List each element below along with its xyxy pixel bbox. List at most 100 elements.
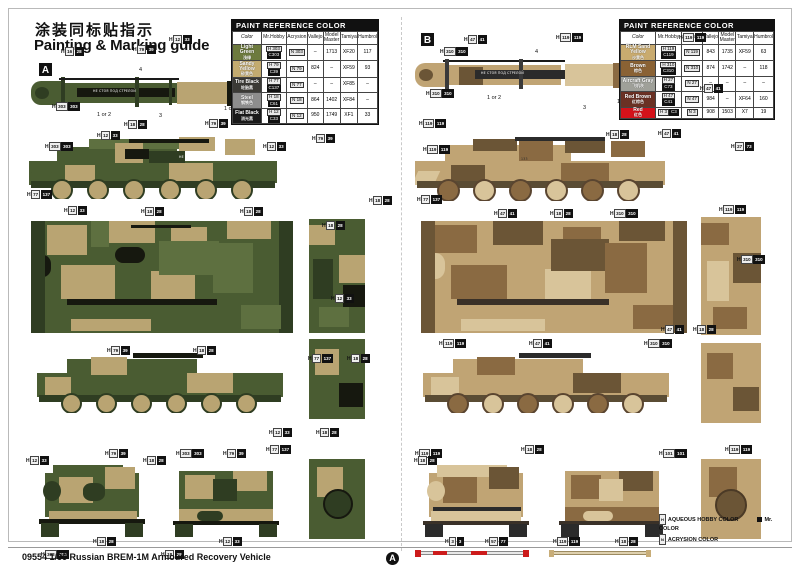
callout-code-light: 119 — [427, 145, 439, 154]
paint-modelmaster: – — [322, 60, 341, 78]
callout-code-light: 77 — [312, 354, 322, 363]
callout-code-light: 18 — [244, 207, 254, 216]
callout-code-dark: 119 — [740, 445, 753, 454]
part-number-3-a: 3 — [159, 113, 163, 119]
callout-code-dark: 33 — [276, 142, 286, 151]
callout-code-dark: 41 — [477, 35, 487, 44]
callout-code-dark: 41 — [713, 84, 723, 93]
paint-modelmaster: 1742 — [718, 60, 737, 77]
paint-color-name-cn: 浅绿 — [242, 54, 251, 60]
callout-prefix: H — [124, 122, 128, 128]
paint-row: Light Green 浅绿 H 303C303 N 303 – 1713 XF… — [232, 43, 378, 62]
callout-code-dark: 310 — [660, 339, 672, 348]
paint-row: Aircraft Gray 飞机灰 H 27C73 N 27 – – – – — [620, 75, 774, 93]
callout-code-light: 12 — [335, 294, 345, 303]
paint-modelmaster: 1749 — [322, 107, 341, 125]
callout-prefix: H — [107, 348, 111, 354]
callout-prefix: H — [308, 356, 312, 362]
callout-code-dark: 33 — [282, 428, 292, 437]
callout-prefix: H — [331, 296, 335, 302]
callout-prefix: H — [52, 104, 56, 110]
paint-vallejo: 874 — [702, 60, 720, 77]
callout-code-dark: 28 — [706, 325, 716, 334]
callout-code-light: 47 — [468, 35, 478, 44]
callout-prefix: H — [266, 447, 270, 453]
callout-prefix: H — [658, 131, 662, 137]
callout-prefix: H — [419, 121, 423, 127]
legend-prefix-h: H — [659, 514, 666, 525]
paint-row: Steel 钢铁色 H 18C61 N 18 864 1402 XF84 – — [232, 92, 378, 109]
paint-humbrol: – — [357, 92, 378, 109]
callout-code-light: 12 — [173, 35, 183, 44]
paint-color-name: Red 红色 — [620, 106, 656, 119]
callout-code-dark: 33 — [77, 206, 87, 215]
vehicle-side-view-b2 — [423, 353, 673, 413]
vehicle-plan-view-b — [421, 221, 687, 333]
callout-prefix: H — [26, 458, 30, 464]
paint-table-b-grid: Color Mr.Hobby Acrysion Vallejo Model Ma… — [620, 31, 774, 119]
paint-acrysion: N 310 — [680, 60, 704, 77]
callout-code-dark: 137 — [40, 190, 53, 199]
paint-vallejo: – — [306, 43, 324, 62]
callout-code-dark: 28 — [137, 120, 147, 129]
col-modelmaster: Model Master — [322, 31, 341, 45]
paint-color-name-en: Red Brown — [624, 93, 652, 100]
paint-color-name-en: Steel — [240, 94, 253, 101]
paint-table-a: PAINT REFERENCE COLOR Color Mr.Hobby Acr… — [231, 19, 379, 126]
paint-vallejo: 950 — [306, 107, 324, 125]
paint-color-name-cn: 消光黑 — [240, 115, 253, 121]
callout-code-light: 303 — [56, 102, 68, 111]
callout-code-light: 47 — [662, 129, 672, 138]
callout-prefix: H — [369, 198, 373, 204]
paint-vallejo: 984 — [702, 91, 720, 108]
legend-prefix-n: N — [659, 534, 666, 545]
paint-acrysion: N 47 — [680, 91, 704, 108]
paint-vallejo: 864 — [306, 92, 324, 109]
callout-code-dark: 303 — [61, 142, 73, 151]
callout-prefix: H — [223, 451, 227, 457]
paint-acrysion: N 12 — [285, 107, 308, 125]
paint-table-a-header-row: Color Mr.Hobby Acrysion Vallejo Model Ma… — [232, 31, 378, 45]
mr-color-swatch-icon — [757, 517, 763, 523]
paint-vallejo: 908 — [702, 106, 720, 119]
callout-code-light: 18 — [320, 428, 330, 437]
col-humbrol: Humbrol — [357, 31, 378, 45]
decal-strip-tan — [549, 549, 651, 557]
callout-code-dark: 28 — [382, 196, 392, 205]
stencil-text-a: НЕ СТОЯ ПОД СТРЕЛОЙ — [93, 89, 136, 93]
paint-tamiya: XF1 — [339, 107, 359, 125]
col-mrhobby: Mr.Hobby — [654, 31, 682, 45]
callout-code-dark: 28 — [106, 537, 116, 546]
vehicle-detail-panel-a — [309, 219, 365, 333]
callout-code-dark: 77 — [498, 537, 508, 546]
callout-code-dark: 303 — [57, 550, 69, 559]
callout-code-dark: 28 — [154, 207, 164, 216]
paint-color-name-en: Flat Black — [235, 110, 259, 117]
paint-modelmaster: 1735 — [718, 43, 737, 62]
callout-prefix: H — [64, 208, 68, 214]
page-title-chinese: 涂装同标贴指示 — [35, 21, 155, 39]
vehicle-front-view-b — [423, 461, 529, 537]
paint-color-name-en: Aircraft Gray — [622, 78, 654, 85]
callout-prefix: H — [439, 341, 443, 347]
callout-code-dark: 39 — [236, 449, 246, 458]
